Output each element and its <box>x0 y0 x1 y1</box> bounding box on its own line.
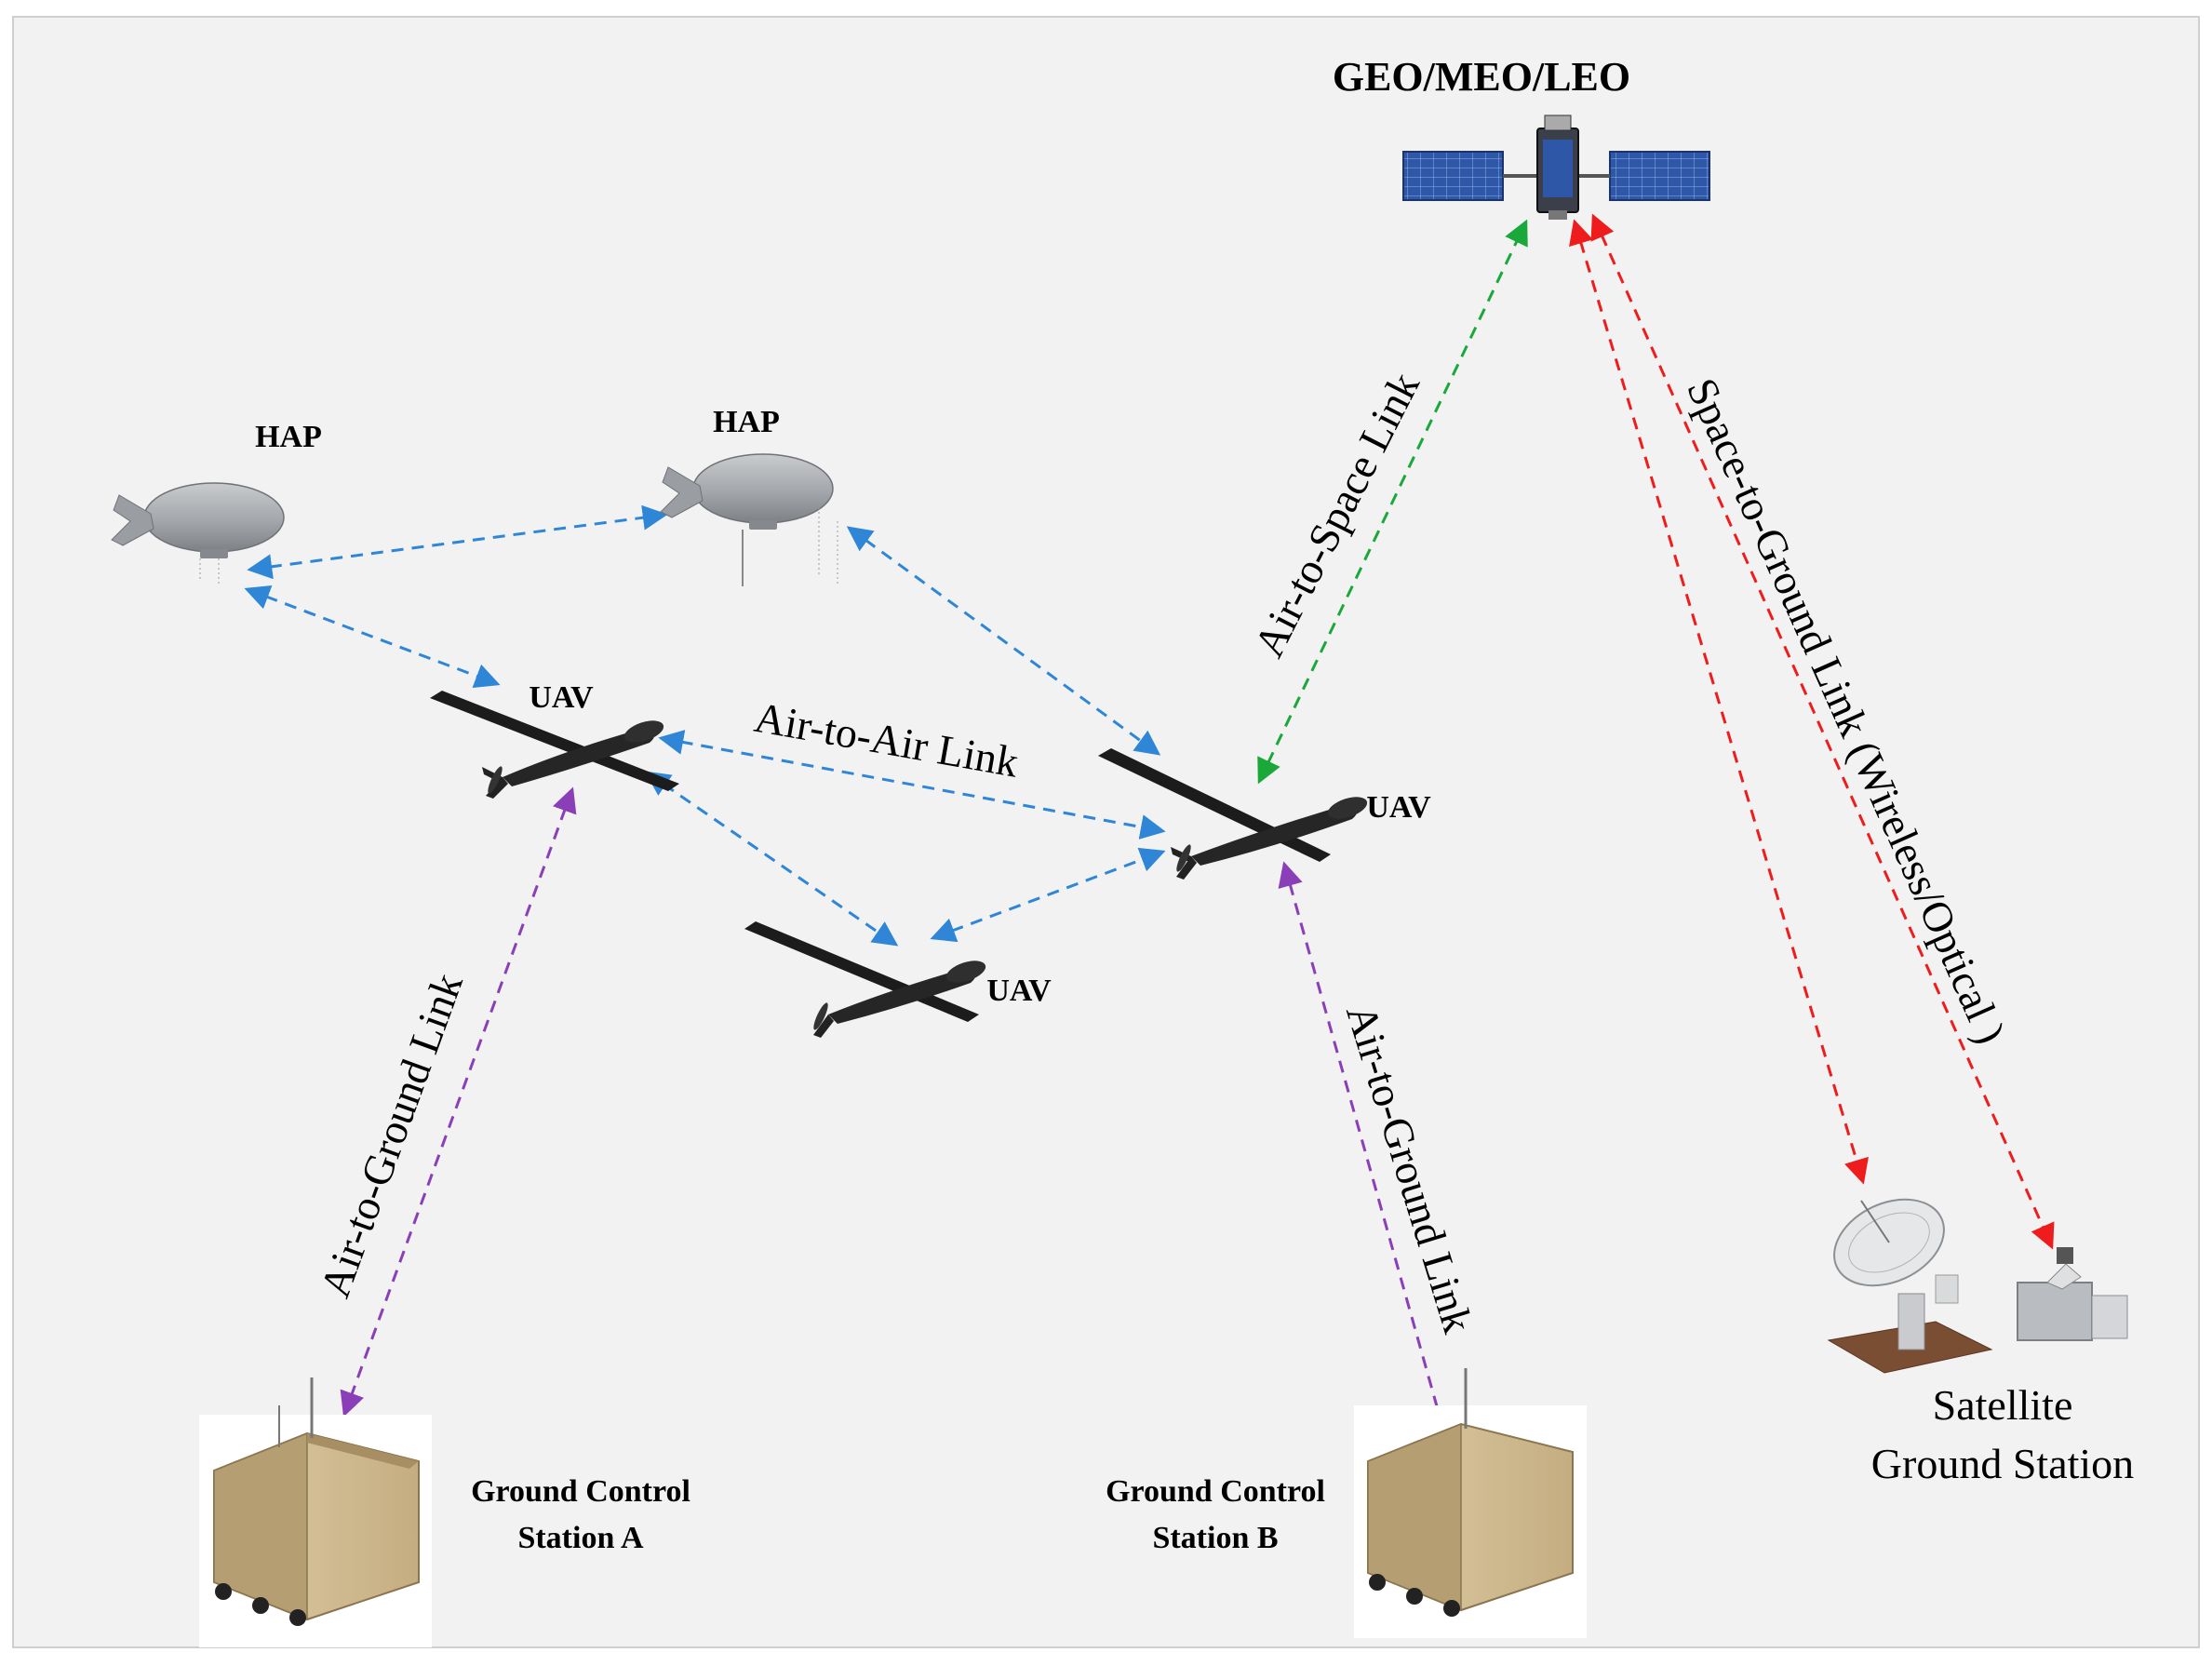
link-uav2-gcs-b <box>1278 861 1454 1445</box>
link-hap2-uav2 <box>846 526 1161 756</box>
gcs-a-label-line2: Station A <box>517 1521 644 1555</box>
purple-links <box>340 786 1454 1445</box>
hap-1-icon <box>111 482 285 586</box>
link-uav1-uav3 <box>644 771 899 947</box>
gcs-a-icon <box>199 1377 432 1647</box>
link-uav1-gcs-a <box>340 786 577 1417</box>
link-sat-optical <box>1590 213 2055 1250</box>
uav-3-label: UAV <box>986 974 1052 1008</box>
sat-ground-label-line2: Ground Station <box>1871 1440 2134 1487</box>
gcs-a-label-line1: Ground Control <box>471 1474 690 1509</box>
hap-2-label: HAP <box>713 405 780 439</box>
gcs-b-label-line2: Station B <box>1152 1521 1278 1555</box>
sat-ground-label-line1: Satellite <box>1933 1381 2073 1429</box>
satellite-icon <box>1402 114 1710 220</box>
diagram-panel <box>12 16 2200 1648</box>
link-air-to-space <box>1257 219 1528 785</box>
gcs-b-label-line1: Ground Control <box>1106 1474 1325 1509</box>
link-uav1-uav2 <box>658 730 1166 840</box>
uav-1-label: UAV <box>529 680 594 715</box>
uav-2-icon <box>1098 748 1368 880</box>
link-hap1-hap2 <box>247 504 668 580</box>
hap-1-label: HAP <box>255 420 322 454</box>
link-hap1-uav1 <box>244 584 501 689</box>
satellite-label: GEO/MEO/LEO <box>1333 54 1630 100</box>
uav-1-icon <box>430 691 679 799</box>
hap-2-icon <box>660 453 838 586</box>
link-uav3-uav2 <box>930 847 1166 943</box>
dish-antenna-icon <box>1827 1198 1993 1374</box>
red-links <box>1569 213 2055 1250</box>
uav-2-label: UAV <box>1366 790 1431 825</box>
blue-links <box>244 504 1166 947</box>
optical-terminal-icon <box>2017 1247 2128 1341</box>
gcs-b-icon <box>1354 1368 1587 1638</box>
uav-3-icon <box>744 921 986 1038</box>
